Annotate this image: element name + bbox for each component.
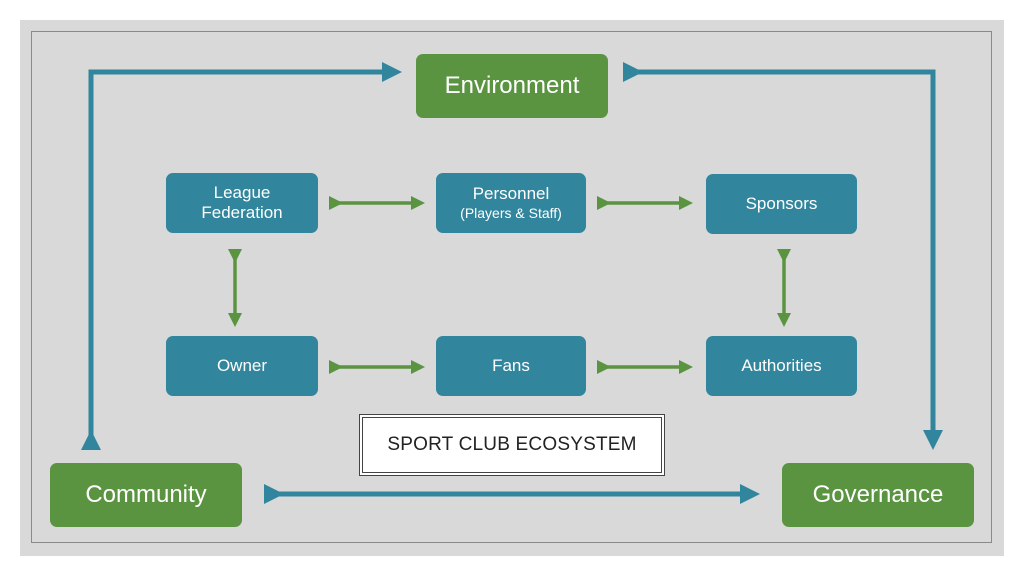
node-sponsors: Sponsors bbox=[706, 174, 857, 234]
node-personnel: Personnel (Players & Staff) bbox=[436, 173, 586, 233]
node-environment: Environment bbox=[416, 54, 608, 118]
node-community: Community bbox=[50, 463, 242, 527]
slide-frame bbox=[31, 31, 992, 543]
node-fans: Fans bbox=[436, 336, 586, 396]
node-personnel-sublabel: (Players & Staff) bbox=[460, 204, 562, 221]
node-governance: Governance bbox=[782, 463, 974, 527]
node-owner: Owner bbox=[166, 336, 318, 396]
arrow-environment-governance bbox=[623, 62, 943, 450]
diagram-title: SPORT CLUB ECOSYSTEM bbox=[359, 414, 665, 476]
node-authorities: Authorities bbox=[706, 336, 857, 396]
arrow-community-environment bbox=[81, 62, 402, 450]
node-league-federation: League Federation bbox=[166, 173, 318, 233]
node-personnel-label: Personnel bbox=[472, 184, 550, 204]
